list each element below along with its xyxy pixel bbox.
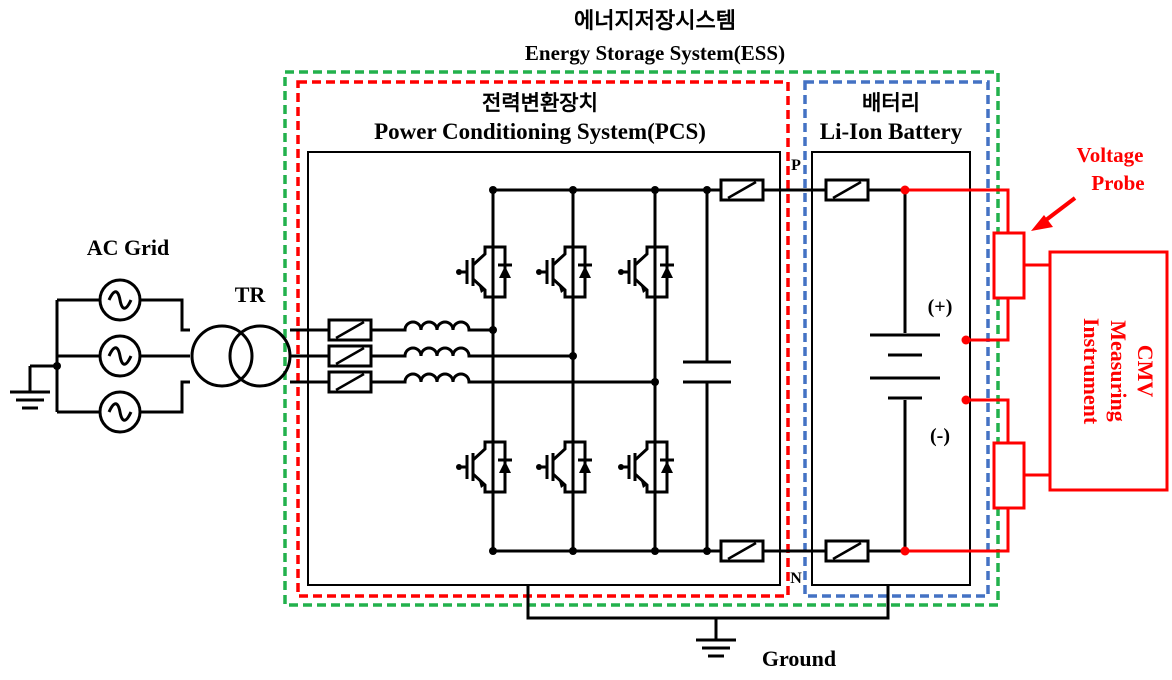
battery-title-korean: 배터리 xyxy=(862,91,920,115)
instrument-label-line2: Measuring xyxy=(1106,320,1131,421)
igbt-switch-icon xyxy=(616,440,676,494)
igbt-switch-icon xyxy=(454,440,514,494)
battery-minus-label: (-) xyxy=(930,425,950,447)
voltage-probe-label-line2: Probe xyxy=(1091,171,1144,195)
dc-link-wiring xyxy=(763,188,907,553)
transformer-label: TR xyxy=(235,282,267,307)
arrow-icon xyxy=(1031,196,1077,231)
ac-fuse-icon xyxy=(327,370,373,394)
ac-source-icon xyxy=(98,390,142,434)
ac-source-icon xyxy=(98,334,142,378)
ac-source-icon xyxy=(98,278,142,322)
instrument-label-line3: Instrument xyxy=(1079,318,1104,425)
battery-fuse-icon xyxy=(824,178,870,202)
voltage-probe-label-line1: Voltage xyxy=(1077,143,1144,167)
voltage-probe-upper xyxy=(992,231,1026,300)
instrument-label-line1: CMV xyxy=(1133,345,1158,398)
battery-title-english: Li-Ion Battery xyxy=(820,119,963,144)
battery-enclosure xyxy=(811,151,971,586)
voltage-probe-lower xyxy=(992,441,1026,510)
measurement-nodes xyxy=(900,185,971,556)
measurement-wiring xyxy=(905,188,1050,553)
pcs-title-korean: 전력변환장치 xyxy=(482,91,598,115)
dc-fuse-icon xyxy=(719,539,765,563)
ess-boundary xyxy=(283,70,1000,607)
filter-inductors xyxy=(371,320,655,384)
igbt-switch-icon xyxy=(454,245,514,299)
ac-fuse-icon xyxy=(327,344,373,368)
igbt-switch-icon xyxy=(534,440,594,494)
ground-wiring xyxy=(526,585,890,640)
dc-bus-wiring xyxy=(491,188,731,553)
grid-wiring xyxy=(28,298,190,414)
battery-icon xyxy=(870,333,940,400)
battery-plus-label: (+) xyxy=(928,296,953,318)
ess-title-english: Energy Storage System(ESS) xyxy=(525,41,785,65)
ground-icon xyxy=(696,638,736,658)
ac-grid-label: AC Grid xyxy=(87,235,170,260)
battery-boundary xyxy=(803,80,990,598)
battery-fuse-icon xyxy=(824,539,870,563)
ess-title-korean: 에너지저장시스템 xyxy=(574,9,736,34)
ac-fuse-icon xyxy=(327,318,373,342)
terminal-n-label: N xyxy=(790,570,802,587)
pcs-enclosure xyxy=(307,151,781,586)
igbt-switch-icon xyxy=(616,245,676,299)
pcs-boundary xyxy=(296,80,790,598)
bridge-nodes xyxy=(489,186,711,555)
dc-fuse-icon xyxy=(719,178,765,202)
grid-neutral-node xyxy=(53,362,61,370)
ground-icon xyxy=(10,390,50,410)
transformer-secondary-wiring xyxy=(290,328,330,384)
terminal-p-label: P xyxy=(791,157,801,174)
transformer-icon xyxy=(190,324,292,388)
pcs-title-english: Power Conditioning System(PCS) xyxy=(374,119,706,144)
ground-label: Ground xyxy=(762,646,836,671)
cmv-measuring-instrument xyxy=(1048,250,1169,492)
igbt-switch-icon xyxy=(534,245,594,299)
